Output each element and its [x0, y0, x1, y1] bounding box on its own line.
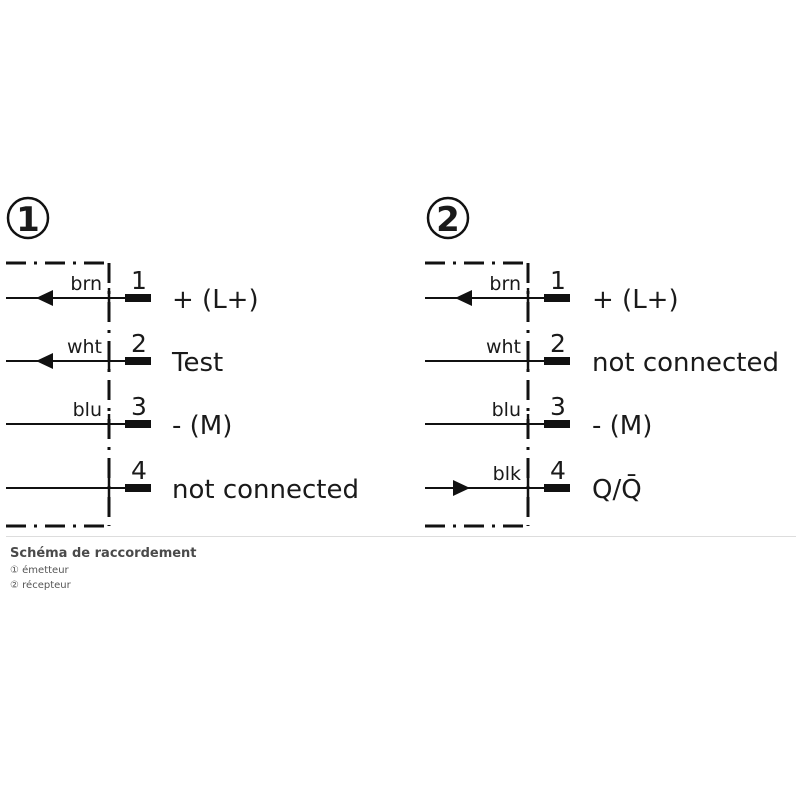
- pin-number: 4: [131, 456, 147, 485]
- legend-marker-1: ①: [10, 565, 19, 576]
- wire-row: blu 3 - (M): [6, 392, 232, 441]
- arrow-left-icon: [36, 353, 53, 369]
- legend-text-emitter: émetteur: [22, 565, 69, 576]
- caption: Schéma de raccordement ① émetteur ② réce…: [10, 545, 197, 593]
- wire-color-label: wht: [67, 336, 102, 358]
- pin-terminal: [544, 484, 570, 492]
- wire-color-label: brn: [70, 273, 102, 295]
- pin-number: 3: [550, 392, 566, 421]
- pin-terminal: [544, 294, 570, 302]
- wire-color-label: blu: [73, 399, 102, 421]
- wire-row: blk 4Q/Q̄: [425, 456, 642, 505]
- wire-row: 4 not connected: [6, 456, 359, 505]
- wire-row: wht 2 not connected: [425, 329, 779, 378]
- pin-number: 3: [131, 392, 147, 421]
- pin-number: 2: [550, 329, 566, 358]
- signal-label: Q/Q̄: [592, 473, 642, 505]
- legend-text-receiver: récepteur: [22, 580, 71, 591]
- wire-row: blu 3 - (M): [425, 392, 652, 441]
- arrow-right-icon: [453, 480, 470, 496]
- pin-number: 1: [550, 266, 566, 295]
- wire-color-label: brn: [489, 273, 521, 295]
- caption-title: Schéma de raccordement: [10, 546, 197, 561]
- signal-label: - (M): [172, 411, 232, 441]
- panel-marker-circle: [426, 196, 470, 240]
- pin-terminal: [125, 484, 151, 492]
- signal-label: not connected: [592, 348, 779, 378]
- panel-marker-circle: [6, 196, 50, 240]
- signal-label: + (L+): [592, 285, 679, 315]
- signal-label: - (M): [592, 411, 652, 441]
- arrow-left-icon: [455, 290, 472, 306]
- wire-color-label: wht: [486, 336, 521, 358]
- wire-row: brn 1 + (L+): [425, 266, 679, 315]
- pin-terminal: [125, 357, 151, 365]
- pin-terminal: [125, 294, 151, 302]
- legend-item-receiver: ② récepteur: [10, 578, 197, 593]
- panel-marker-number: 2: [436, 200, 460, 240]
- panel-marker-number: 1: [16, 200, 40, 240]
- signal-label: not connected: [172, 475, 359, 505]
- pin-number: 1: [131, 266, 147, 295]
- wire-color-label: blu: [492, 399, 521, 421]
- separator-line: [6, 536, 796, 537]
- pin-terminal: [125, 420, 151, 428]
- legend-item-emitter: ① émetteur: [10, 563, 197, 578]
- signal-label: Test: [171, 348, 223, 378]
- pin-number: 4: [550, 456, 566, 485]
- pin-number: 2: [131, 329, 147, 358]
- wire-row: brn 1 + (L+): [6, 266, 259, 315]
- wire-color-label: blk: [493, 463, 521, 485]
- pin-terminal: [544, 357, 570, 365]
- legend-marker-2: ②: [10, 580, 19, 591]
- signal-label: + (L+): [172, 285, 259, 315]
- panel-2: 2 brn 1 + (L+) wht 2 not connected blu 3 - (M) blk…: [425, 196, 779, 528]
- arrow-left-icon: [36, 290, 53, 306]
- pin-terminal: [544, 420, 570, 428]
